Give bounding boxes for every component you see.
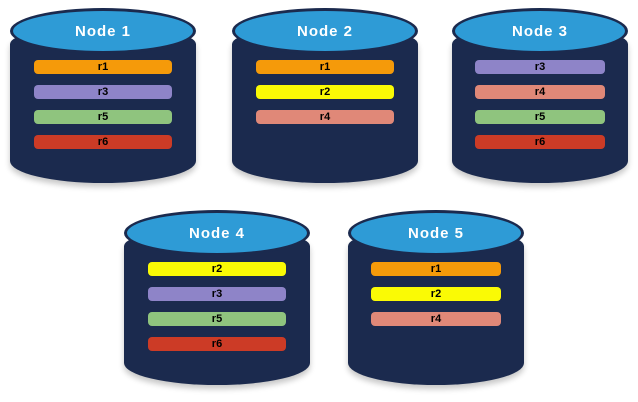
replica-label: r1 <box>430 262 442 275</box>
replica-stack: r1 r2 r4 <box>256 60 394 135</box>
replica-stack: r2 r3 r5 r6 <box>148 262 286 362</box>
replica-label: r3 <box>211 287 223 300</box>
cylinder-top: Node 2 <box>232 8 418 54</box>
replica-label: r6 <box>534 135 546 148</box>
replica-label: r2 <box>430 287 442 300</box>
replica-bar[interactable]: r4 <box>256 110 394 124</box>
replica-bar[interactable]: r6 <box>34 135 172 149</box>
replica-stack: r3 r4 r5 r6 <box>474 60 606 160</box>
replica-stack: r1 r2 r4 <box>370 262 502 337</box>
cylinder-top: Node 3 <box>452 8 628 54</box>
database-node-5[interactable]: r1 r2 r4 Node 5 <box>348 210 524 395</box>
replica-bar[interactable]: r4 <box>370 312 502 326</box>
replica-label: r6 <box>97 135 109 148</box>
cylinder-top: Node 5 <box>348 210 524 256</box>
replica-bar[interactable]: r2 <box>148 262 286 276</box>
replica-bar[interactable]: r3 <box>34 85 172 99</box>
replica-bar[interactable]: r5 <box>474 110 606 124</box>
replica-label: r2 <box>319 85 331 98</box>
node-label: Node 2 <box>296 22 353 40</box>
replica-label: r2 <box>211 262 223 275</box>
node-label: Node 1 <box>74 22 131 40</box>
replica-bar[interactable]: r5 <box>148 312 286 326</box>
database-node-1[interactable]: r1 r3 r5 r6 Node 1 <box>10 8 196 193</box>
replica-bar[interactable]: r6 <box>474 135 606 149</box>
replica-label: r5 <box>534 110 546 123</box>
replica-bar[interactable]: r1 <box>370 262 502 276</box>
replica-label: r3 <box>534 60 546 73</box>
database-node-4[interactable]: r2 r3 r5 r6 Node 4 <box>124 210 310 395</box>
replica-bar[interactable]: r2 <box>256 85 394 99</box>
replica-label: r4 <box>430 312 442 325</box>
node-label: Node 4 <box>188 224 245 242</box>
replica-label: r4 <box>534 85 546 98</box>
replica-label: r1 <box>319 60 331 73</box>
replica-label: r5 <box>211 312 223 325</box>
replica-label: r1 <box>97 60 109 73</box>
node-label: Node 5 <box>407 224 464 242</box>
replica-bar[interactable]: r3 <box>148 287 286 301</box>
replica-bar[interactable]: r1 <box>256 60 394 74</box>
database-node-3[interactable]: r3 r4 r5 r6 Node 3 <box>452 8 628 193</box>
replica-label: r5 <box>97 110 109 123</box>
replica-label: r4 <box>319 110 331 123</box>
cylinder-top: Node 4 <box>124 210 310 256</box>
replica-bar[interactable]: r2 <box>370 287 502 301</box>
database-node-2[interactable]: r1 r2 r4 Node 2 <box>232 8 418 193</box>
replica-bar[interactable]: r1 <box>34 60 172 74</box>
node-label: Node 3 <box>511 22 568 40</box>
replica-bar[interactable]: r5 <box>34 110 172 124</box>
replica-stack: r1 r3 r5 r6 <box>34 60 172 160</box>
replica-bar[interactable]: r6 <box>148 337 286 351</box>
replica-bar[interactable]: r4 <box>474 85 606 99</box>
replica-label: r3 <box>97 85 109 98</box>
replica-label: r6 <box>211 337 223 350</box>
cylinder-top: Node 1 <box>10 8 196 54</box>
replica-bar[interactable]: r3 <box>474 60 606 74</box>
